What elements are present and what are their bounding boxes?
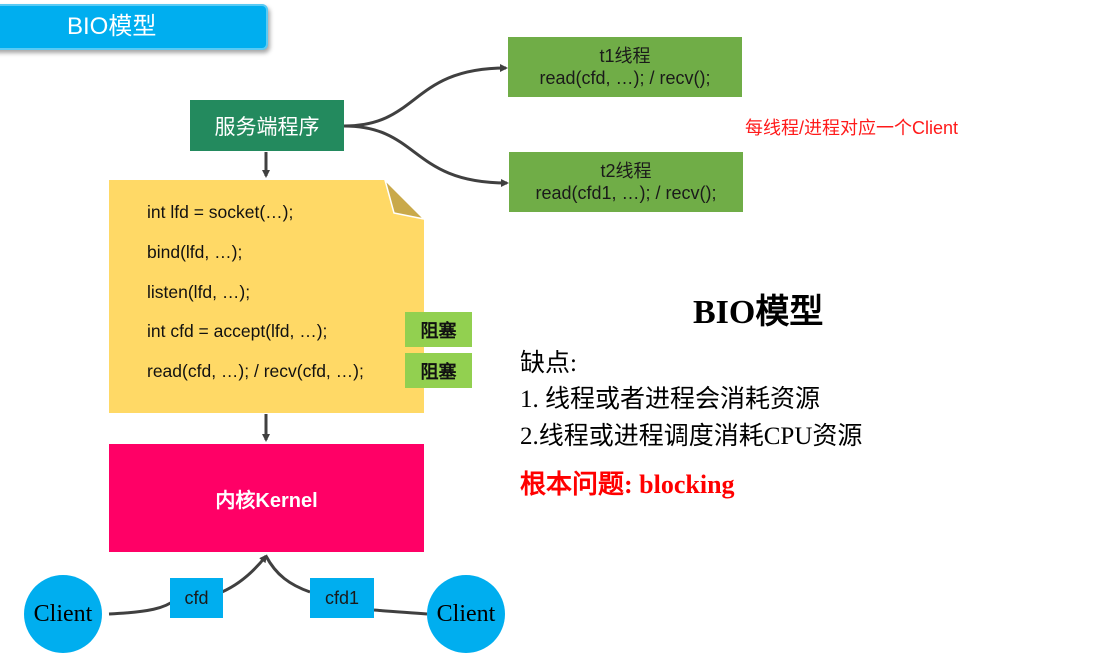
code-line: int lfd = socket(…); bbox=[147, 202, 294, 222]
thread-per-client-note: 每线程/进程对应一个Client bbox=[745, 118, 959, 138]
client-label: Client bbox=[436, 600, 496, 627]
panel-title: BIO模型 bbox=[693, 294, 824, 331]
arrow-to-t2 bbox=[343, 124, 509, 187]
server-program-box: 服务端程序 bbox=[190, 100, 344, 151]
client-label: Client bbox=[33, 600, 93, 627]
fd-tag-cfd1: cfd1 bbox=[310, 578, 374, 618]
code-line: listen(lfd, …); bbox=[147, 282, 251, 302]
kernel-box: 内核Kernel bbox=[109, 444, 424, 552]
arrow-client2-to-kernel bbox=[264, 555, 428, 616]
server-code-note: int lfd = socket(…); bind(lfd, …); liste… bbox=[109, 180, 424, 413]
title-text: BIO模型 bbox=[67, 13, 157, 40]
drawback-item: 2.线程或进程调度消耗CPU资源 bbox=[520, 423, 863, 450]
code-line: int cfd = accept(lfd, …); bbox=[147, 321, 328, 341]
server-label: 服务端程序 bbox=[214, 115, 320, 139]
client-circle-right: Client bbox=[427, 575, 505, 653]
thread-code: read(cfd, …); / recv(); bbox=[539, 68, 711, 88]
root-issue: 根本问题: blocking bbox=[520, 470, 735, 499]
drawback-item: 1. 线程或者进程会消耗资源 bbox=[520, 386, 821, 413]
arrow-to-t1 bbox=[343, 64, 508, 128]
blocking-tag-read: 阻塞 bbox=[405, 353, 472, 388]
code-line: bind(lfd, …); bbox=[147, 242, 243, 262]
code-line: read(cfd, …); / recv(cfd, …); bbox=[147, 361, 364, 381]
thread-name: t1线程 bbox=[599, 46, 651, 66]
title-banner: BIO模型 bbox=[0, 4, 268, 50]
thread-code: read(cfd1, …); / recv(); bbox=[535, 183, 717, 203]
client-circle-left: Client bbox=[24, 575, 102, 653]
thread-name: t2线程 bbox=[600, 161, 652, 181]
kernel-label: 内核Kernel bbox=[215, 489, 318, 512]
blocking-tag-accept: 阻塞 bbox=[405, 312, 472, 347]
drawbacks-label: 缺点: bbox=[520, 350, 577, 377]
thread-box-t2: t2线程 read(cfd1, …); / recv(); bbox=[509, 152, 743, 212]
code-note-shape bbox=[109, 177, 427, 413]
thread-box-t1: t1线程 read(cfd, …); / recv(); bbox=[508, 37, 742, 97]
fd-tag-cfd: cfd bbox=[170, 578, 223, 618]
